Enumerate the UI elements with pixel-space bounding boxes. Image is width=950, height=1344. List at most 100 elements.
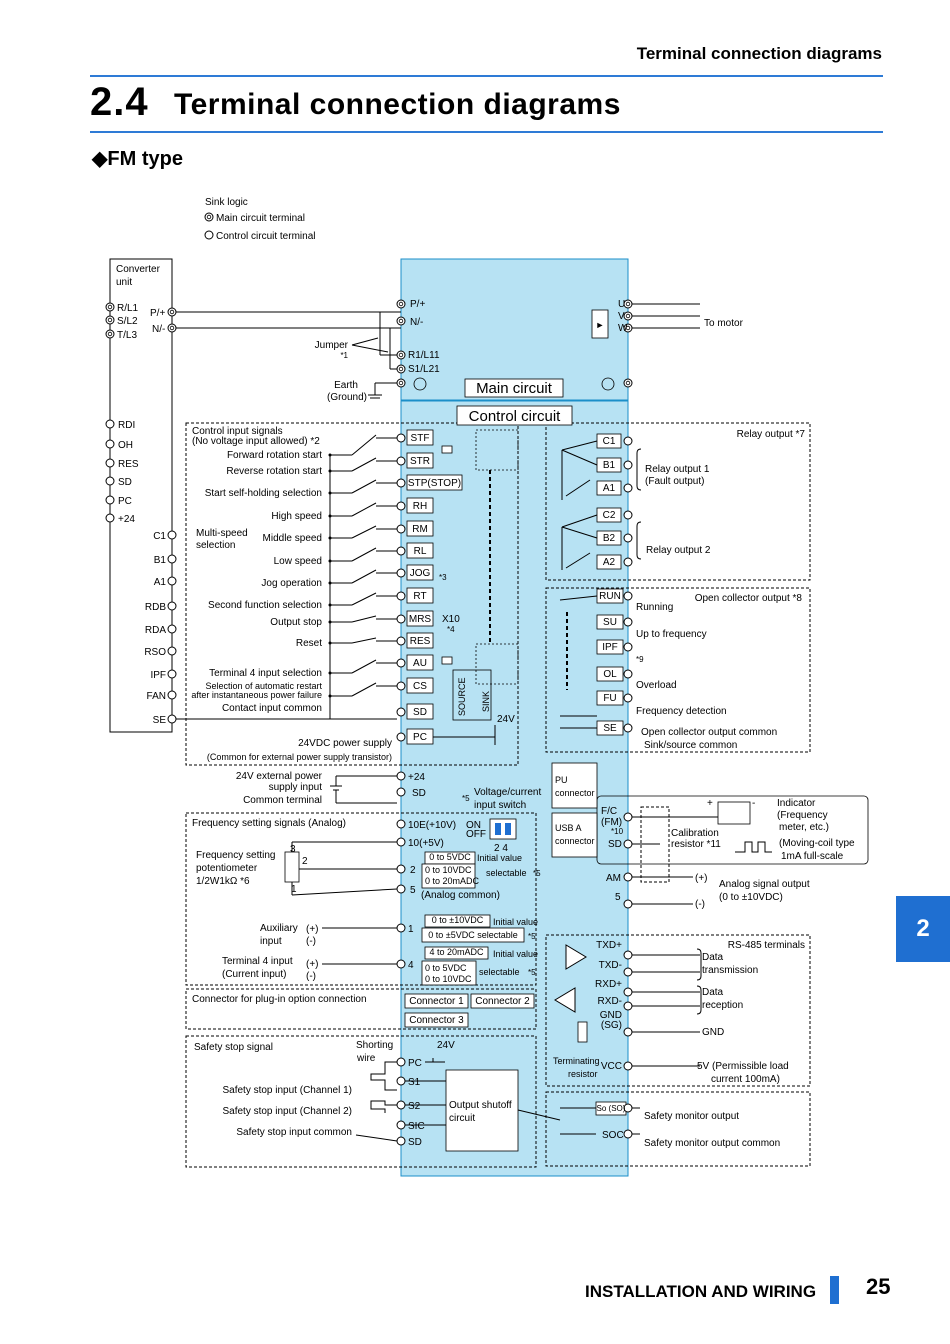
relay2-terminal — [623, 510, 633, 520]
initial-4: Initial value — [493, 949, 538, 959]
main-s1-terminal — [396, 364, 406, 374]
terminal-marks — [105, 212, 751, 1152]
input-node — [328, 559, 332, 563]
x10-note: *4 — [447, 625, 455, 634]
initial-1: Initial value — [493, 917, 538, 927]
ext-power-3: Common terminal — [243, 795, 322, 806]
t4-label-1: Terminal 4 input — [222, 956, 293, 967]
converter-right-label: C1 — [153, 531, 166, 542]
converter-in-terminal-inner — [107, 331, 113, 337]
relay2-A2-frame — [596, 554, 622, 570]
legend-control: Control circuit terminal — [216, 231, 315, 242]
meter-face — [717, 801, 751, 825]
pot-pin-2: 2 — [302, 856, 308, 867]
control-circuit-label: Control circuit — [469, 408, 562, 425]
input-terminal-JOG-frame — [406, 564, 434, 581]
pot-label-2: potentiometer — [196, 863, 258, 874]
input-pin-RT — [396, 591, 406, 601]
main-p-terminal — [396, 299, 406, 309]
output-terminal-W — [623, 323, 633, 333]
input-desc: Middle speed — [263, 533, 322, 544]
rs485-terminal — [623, 987, 633, 997]
relay1-A1-frame — [596, 480, 622, 496]
converter-right-label: RDA — [145, 625, 166, 636]
am-desc-1: Analog signal output — [719, 879, 810, 890]
shorting-1: Shorting — [356, 1040, 393, 1051]
main-s1-label: S1/L21 — [408, 364, 440, 375]
relay2-B2-frame — [596, 530, 622, 546]
x10-label: X10 — [442, 614, 460, 625]
input-terminal-STP(STOP)-frame — [406, 474, 463, 491]
relay2-C2: C2 — [603, 510, 616, 521]
wires — [109, 258, 869, 1142]
shutoff-1: Output shutoff — [449, 1100, 512, 1111]
indicator-1: Indicator — [777, 798, 816, 809]
input-desc-cs-2: after instantaneous power failure — [191, 690, 322, 700]
converter-right-terminal — [167, 576, 177, 586]
input-desc: Second function selection — [208, 600, 322, 611]
t4-plus: (+) — [306, 959, 319, 970]
relay1-label-2: (Fault output) — [645, 476, 704, 487]
safety-label-SD: SD — [408, 1137, 422, 1148]
range-1a: 0 to ±10VDC — [432, 915, 484, 925]
t4-minus: (-) — [306, 971, 316, 982]
terminating-resistor — [577, 1021, 588, 1043]
soc-terminal-pin — [623, 1129, 633, 1139]
indicator-3: meter, etc.) — [779, 822, 829, 833]
rx-receiver — [554, 987, 576, 1013]
chapter-tab[interactable]: 2 — [896, 896, 950, 962]
note5-1: *5 — [528, 932, 536, 941]
input-switch-arm — [351, 525, 377, 539]
am-minus: (-) — [695, 899, 705, 910]
relay-contact — [561, 526, 598, 539]
inverter-glyph: ► — [596, 320, 605, 330]
connector-3: Connector 3 — [409, 1015, 464, 1026]
legend-main-terminal — [204, 212, 214, 222]
range-1b: 0 to ±5VDC selectable — [428, 930, 518, 940]
safety-label-S2: S2 — [408, 1101, 421, 1112]
safety-mon-1: Safety monitor output — [644, 1111, 739, 1122]
tx-driver — [565, 944, 587, 970]
converter-left-terminal — [105, 476, 115, 486]
input-desc: Reset — [296, 638, 322, 649]
input-desc: Low speed — [274, 556, 322, 567]
converter-n-terminal-inner — [169, 325, 175, 331]
rs485-(SG): (SG) — [601, 1020, 622, 1031]
pu-connector — [551, 762, 598, 809]
input-desc-sd: Contact input common — [222, 703, 322, 714]
input-switch-arm — [351, 547, 377, 562]
oc-SU: SU — [603, 617, 617, 628]
ext-plus24-terminal — [396, 771, 406, 781]
converter-in-terminal — [105, 315, 115, 325]
connector-3-frame — [404, 1012, 469, 1028]
rs485-terminal — [623, 1027, 633, 1037]
earth-symbol-right — [601, 377, 615, 391]
relay1-A1: A1 — [603, 483, 616, 494]
relay-contact — [561, 449, 598, 466]
source-label: SOURCE — [457, 677, 467, 716]
relay2-brace — [636, 521, 642, 560]
range-1a-frame — [424, 914, 491, 928]
earth-label-1: Earth — [334, 380, 358, 391]
usb-label-1: USB A — [555, 823, 582, 833]
safety-terminal-S2 — [396, 1100, 406, 1110]
rs485-GND: GND — [600, 1010, 622, 1021]
jumper-pointer-1 — [351, 337, 379, 346]
safety-ch1: Safety stop input (Channel 1) — [222, 1085, 352, 1096]
dip-switch — [489, 818, 517, 840]
meter-minus: - — [752, 798, 755, 809]
oc-RUN-frame — [596, 588, 624, 604]
switch-label-1: Voltage/current — [474, 787, 541, 798]
dashed-groups — [185, 422, 811, 1168]
shorting-2: wire — [356, 1053, 376, 1064]
input-terminal-PC-frame — [406, 728, 434, 745]
relay1-arm — [565, 479, 591, 497]
relay-contact — [561, 514, 598, 528]
earth-symbol-left — [413, 377, 427, 391]
so-terminal-pin — [623, 1103, 633, 1113]
safety-terminal-SD — [396, 1136, 406, 1146]
input-node — [328, 694, 332, 698]
usb-connector — [551, 812, 598, 858]
earth-terminal-inner — [398, 380, 404, 386]
relay1-terminal — [623, 483, 633, 493]
